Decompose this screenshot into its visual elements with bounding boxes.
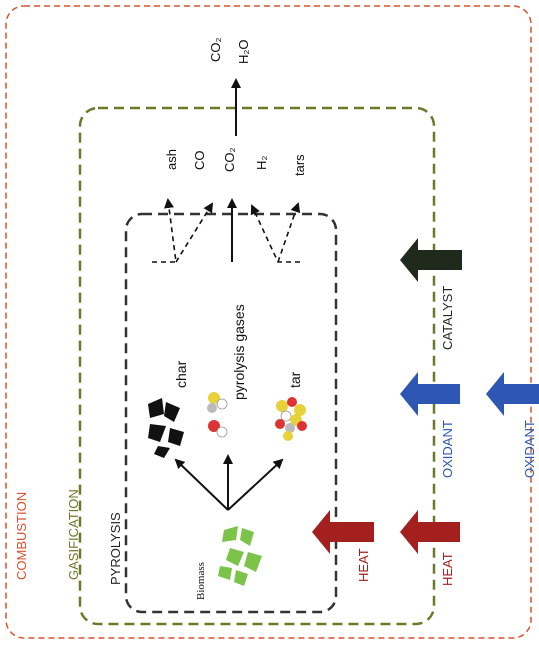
heat-arrow-gasification-icon bbox=[400, 510, 460, 554]
catalyst-arrow-icon bbox=[400, 238, 462, 282]
arrow-biomass-to-char bbox=[174, 458, 229, 511]
oxidant-arrow-combustion-icon bbox=[486, 372, 539, 416]
product-ash: ash bbox=[164, 149, 179, 170]
molecule-icon bbox=[207, 392, 228, 438]
oxidant-arrow-gasification-icon bbox=[400, 372, 460, 416]
pyrolysis-label: PYROLYSIS bbox=[108, 512, 123, 585]
final-product-h2o: H₂O bbox=[236, 39, 251, 64]
biomass-label: Biomass bbox=[195, 562, 207, 600]
product-co: CO bbox=[192, 151, 207, 171]
heat-label-gasification: HEAT bbox=[440, 552, 455, 586]
pyrolysis-gases-label: pyrolysis gases bbox=[231, 304, 247, 400]
gasification-zone-border bbox=[78, 106, 436, 626]
product-h2: H₂ bbox=[254, 156, 269, 170]
arrow-biomass-to-tar bbox=[227, 458, 284, 511]
tar-label: tar bbox=[287, 371, 303, 388]
molecule-cluster-icon bbox=[275, 397, 307, 441]
heat-label-pyrolysis: HEAT bbox=[356, 548, 371, 582]
char-label: char bbox=[173, 360, 189, 388]
dashed-product-arrows bbox=[152, 198, 301, 263]
product-tars: tars bbox=[292, 154, 307, 176]
final-product-co2: CO₂ bbox=[208, 37, 223, 62]
heat-arrow-pyrolysis-icon bbox=[312, 510, 374, 554]
oxidant-label-combustion: OXIDANT bbox=[522, 420, 537, 478]
char-fragments-icon bbox=[148, 398, 184, 458]
biomass-fragments-icon bbox=[218, 526, 262, 586]
combustion-zone-border bbox=[5, 5, 532, 639]
catalyst-label: CATALYST bbox=[440, 286, 455, 350]
gasification-label: GASIFICATION bbox=[66, 489, 81, 580]
oxidant-label-gasification: OXIDANT bbox=[440, 420, 455, 478]
combustion-label: COMBUSTION bbox=[14, 492, 29, 580]
product-co2: CO₂ bbox=[222, 147, 237, 172]
